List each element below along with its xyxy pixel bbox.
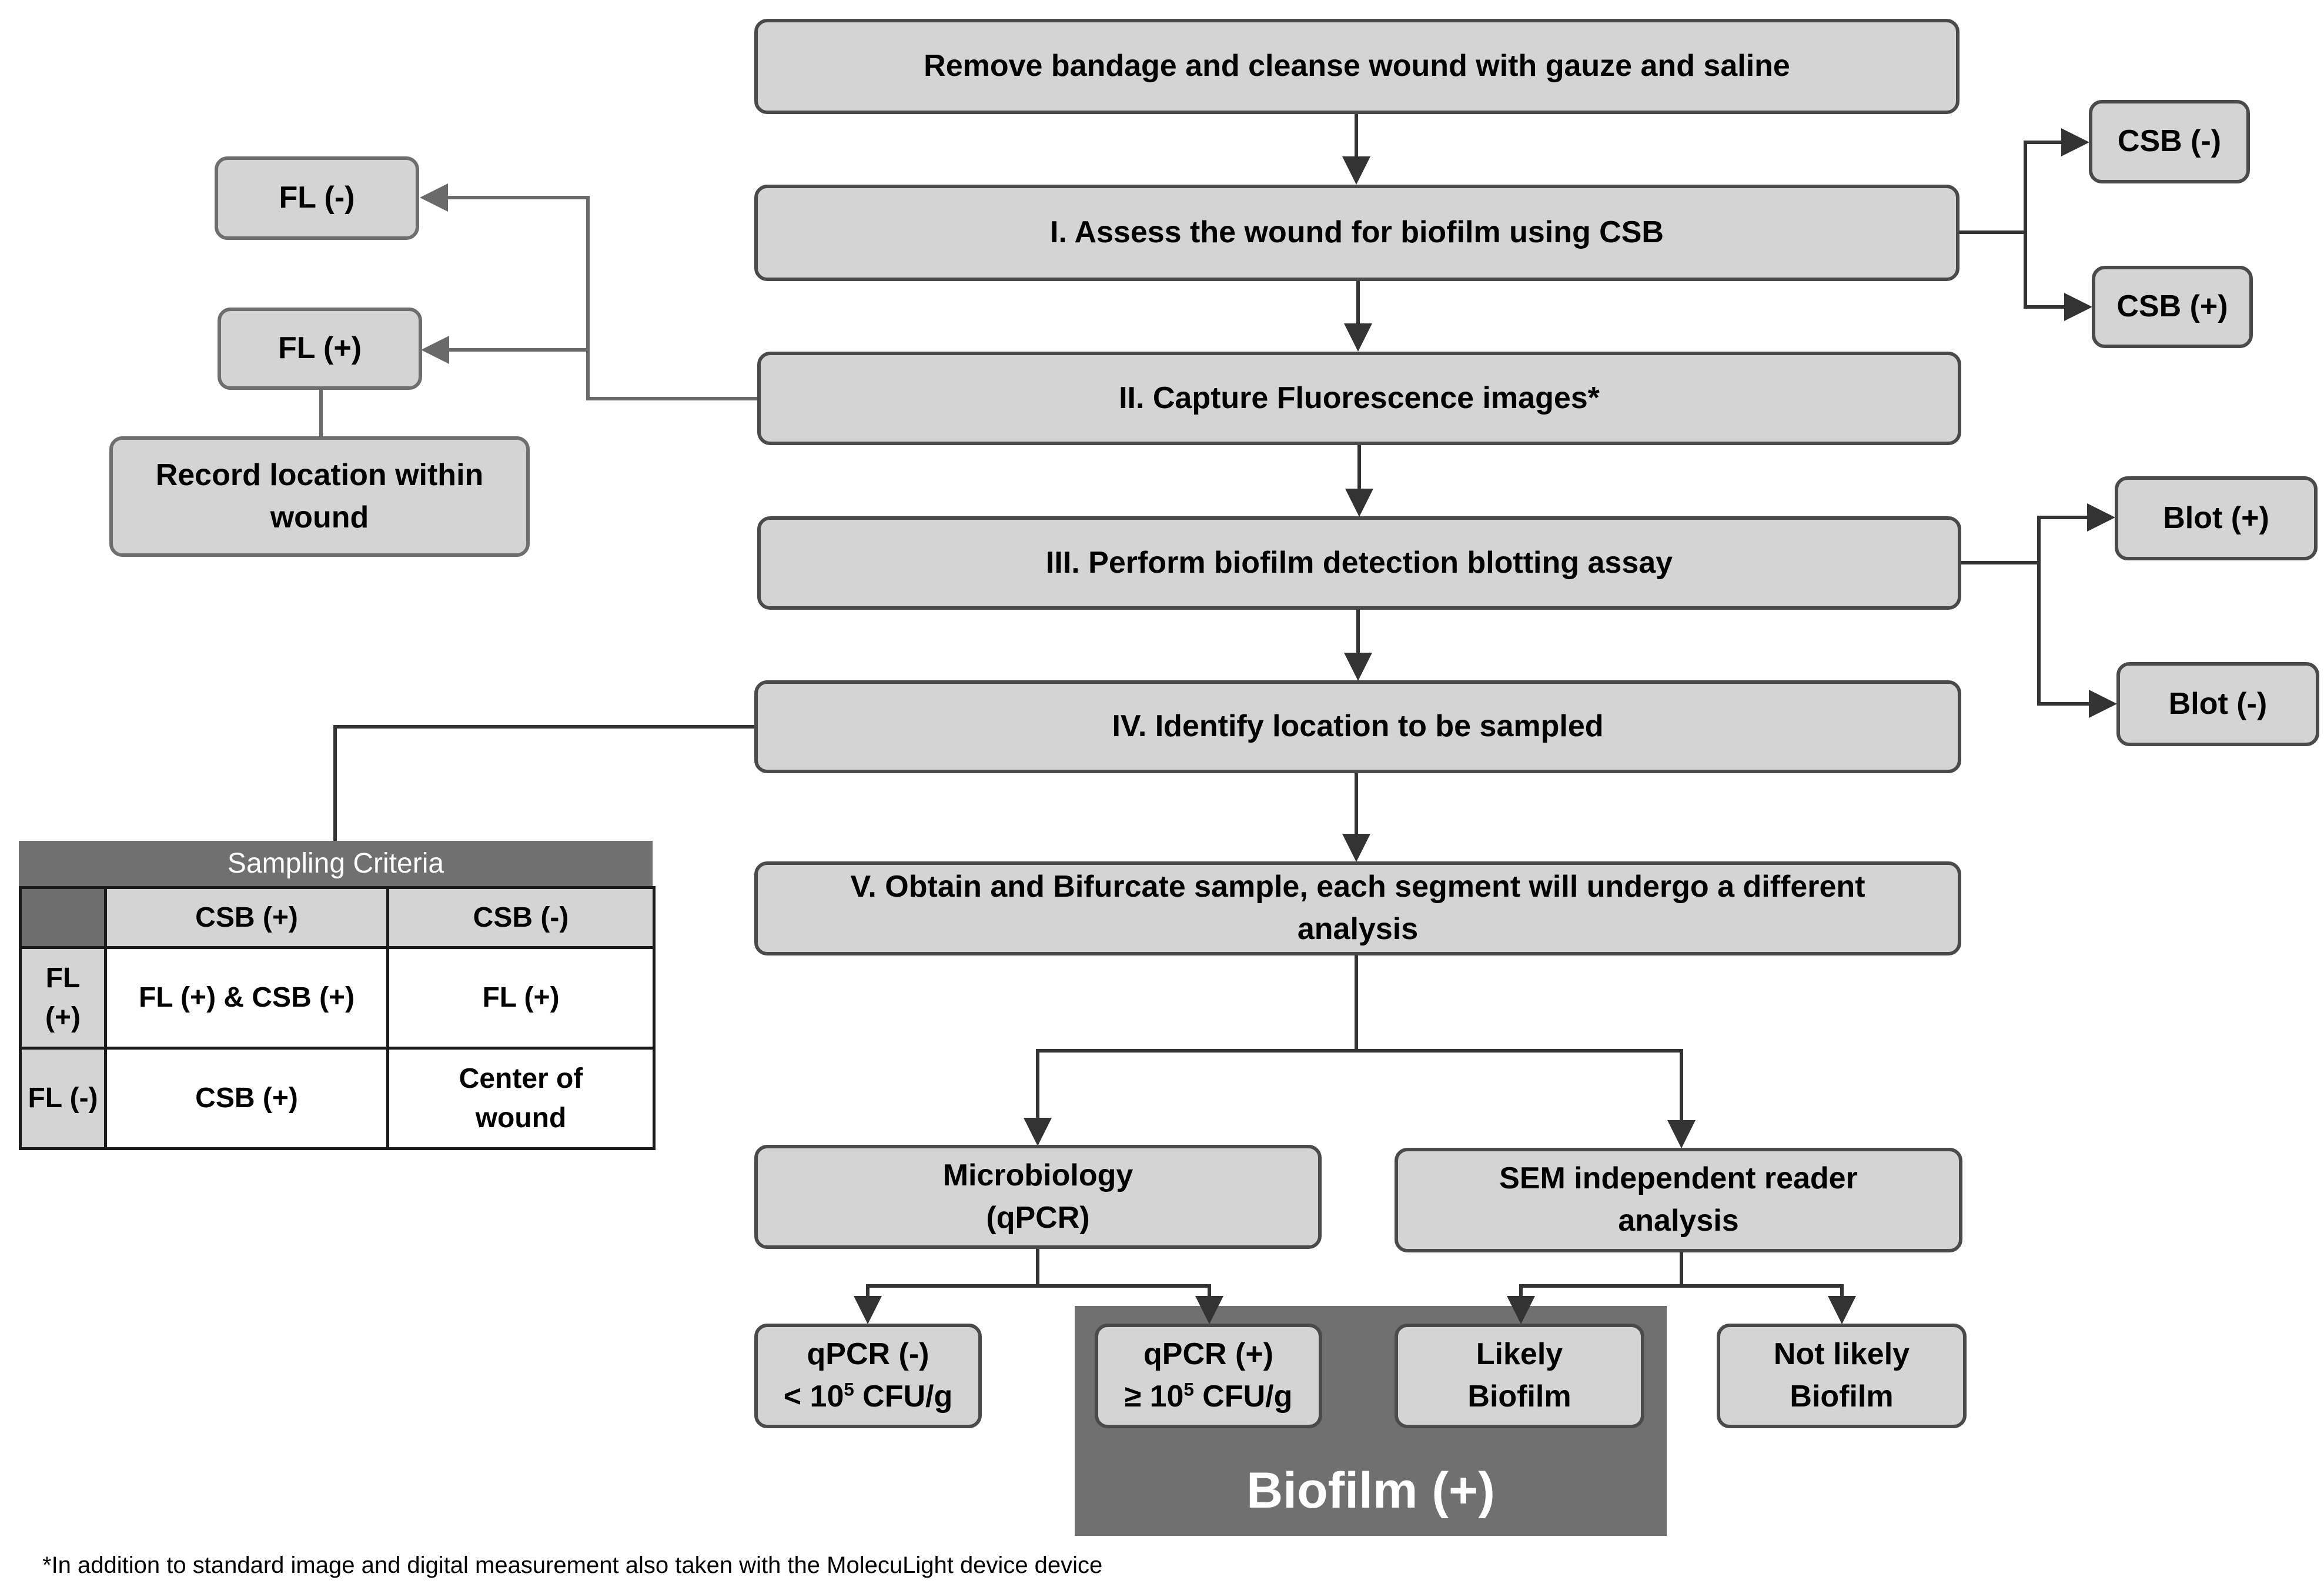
qpcr-positive-exponent: 5	[1183, 1379, 1194, 1400]
criteria-col-csb-neg: CSB (-)	[386, 886, 656, 949]
blot-negative-label: Blot (-)	[2168, 686, 2268, 721]
step-bifurcate-sample-label: V. Obtain and Bifurcate sample, each seg…	[850, 870, 1865, 946]
fl-positive-box: FL (+)	[218, 308, 422, 390]
record-location-label: Record location within wound	[155, 457, 484, 534]
qpcr-positive-unit: CFU/g	[1193, 1379, 1293, 1414]
step-capture-fluorescence: II. Capture Fluorescence images*	[757, 352, 1961, 445]
blot-positive-box: Blot (+)	[2115, 476, 2318, 560]
csb-positive-box: CSB (+)	[2092, 266, 2253, 348]
record-location-box: Record location within wound	[109, 436, 530, 557]
microbiology-label: Microbiology	[942, 1158, 1133, 1192]
arrow-to-fl-neg	[420, 183, 757, 400]
arrow-to-likely	[1507, 1284, 1681, 1324]
fl-positive-label: FL (+)	[277, 331, 362, 366]
criteria-row-fl-neg: FL (-) CSB (+) Center of wound	[19, 1047, 656, 1150]
step-remove-bandage-label: Remove bandage and cleanse wound with ga…	[924, 49, 1790, 83]
qpcr-negative-label: qPCR (-)	[807, 1337, 929, 1372]
qpcr-negative-box: qPCR (-) < 105 CFU/g	[754, 1324, 982, 1428]
qpcr-negative-unit: CFU/g	[854, 1379, 953, 1414]
criteria-col-csb-pos: CSB (+)	[104, 886, 389, 949]
sem-analysis-label: SEM independent reader analysis	[1499, 1161, 1858, 1238]
arrow-to-csb-neg	[2024, 128, 2089, 232]
footnote: *In addition to standard image and digit…	[42, 1552, 1103, 1578]
fl-negative-label: FL (-)	[279, 181, 355, 215]
step-identify-location-label: IV. Identify location to be sampled	[1112, 709, 1604, 744]
arrow-to-qpcr-pos	[1038, 1284, 1223, 1324]
arrow-to-csb-pos	[2024, 232, 2092, 321]
step-capture-fluorescence-label: II. Capture Fluorescence images*	[1119, 380, 1600, 415]
qpcr-positive-prefix: ≥ 10	[1124, 1379, 1184, 1414]
criteria-row-fl-pos: FL (+) FL (+) & CSB (+) FL (+)	[19, 946, 656, 1050]
qpcr-positive-label: qPCR (+)	[1143, 1337, 1273, 1372]
qpcr-negative-threshold: < 105 CFU/g	[784, 1376, 953, 1418]
csb-negative-box: CSB (-)	[2089, 100, 2250, 183]
criteria-row-head-fl-pos: FL (+)	[19, 946, 107, 1050]
arrow-to-qpcr-neg	[854, 1284, 1038, 1324]
sampling-criteria-title: Sampling Criteria	[19, 841, 653, 886]
step-assess-csb: I. Assess the wound for biofilm using CS…	[754, 185, 1959, 281]
criteria-header-row: CSB (+) CSB (-)	[19, 886, 656, 949]
biofilm-positive-label: Biofilm (+)	[1246, 1462, 1495, 1519]
likely-biofilm-label: Likely Biofilm	[1467, 1337, 1571, 1414]
criteria-cell: Center of wound	[386, 1047, 656, 1150]
csb-positive-label: CSB (+)	[2116, 289, 2228, 324]
arrow-to-blot-pos	[2037, 503, 2115, 563]
qpcr-positive-threshold: ≥ 105 CFU/g	[1125, 1376, 1293, 1418]
criteria-row-head-fl-neg: FL (-)	[19, 1047, 107, 1150]
qpcr-positive-box: qPCR (+) ≥ 105 CFU/g	[1095, 1324, 1322, 1428]
step-bifurcate-sample: V. Obtain and Bifurcate sample, each seg…	[754, 861, 1961, 955]
criteria-cell: CSB (+)	[104, 1047, 389, 1150]
criteria-corner-cell	[19, 886, 107, 949]
blot-negative-box: Blot (-)	[2116, 662, 2319, 746]
arrow-to-not-likely	[1681, 1284, 1856, 1324]
not-likely-biofilm-box: Not likely Biofilm	[1717, 1324, 1967, 1428]
arrow-to-sem	[1356, 1049, 1696, 1148]
line-step4-to-criteria	[333, 725, 754, 841]
fl-negative-box: FL (-)	[215, 156, 419, 240]
step-remove-bandage: Remove bandage and cleanse wound with ga…	[754, 19, 1959, 114]
arrow-to-blot-neg	[2037, 563, 2117, 718]
not-likely-biofilm-label: Not likely Biofilm	[1773, 1337, 1910, 1414]
sem-analysis-box: SEM independent reader analysis	[1395, 1148, 1962, 1252]
qpcr-label: (qPCR)	[986, 1200, 1090, 1235]
sampling-criteria-table: CSB (+) CSB (-) FL (+) FL (+) & CSB (+) …	[19, 886, 656, 1150]
blot-positive-label: Blot (+)	[2163, 500, 2269, 535]
step-blotting-assay-label: III. Perform biofilm detection blotting …	[1045, 545, 1673, 580]
criteria-cell: FL (+)	[386, 946, 656, 1050]
likely-biofilm-box: Likely Biofilm	[1395, 1324, 1644, 1428]
csb-negative-label: CSB (-)	[2117, 124, 2222, 159]
step-assess-csb-label: I. Assess the wound for biofilm using CS…	[1050, 215, 1664, 250]
qpcr-negative-prefix: < 10	[783, 1379, 844, 1414]
step-identify-location: IV. Identify location to be sampled	[754, 680, 1961, 773]
arrow-to-microbiology	[1024, 1049, 1356, 1146]
microbiology-qpcr-box: Microbiology (qPCR)	[754, 1145, 1322, 1249]
qpcr-negative-exponent: 5	[844, 1379, 854, 1400]
criteria-cell: FL (+) & CSB (+)	[104, 946, 389, 1050]
step-blotting-assay: III. Perform biofilm detection blotting …	[757, 516, 1961, 610]
